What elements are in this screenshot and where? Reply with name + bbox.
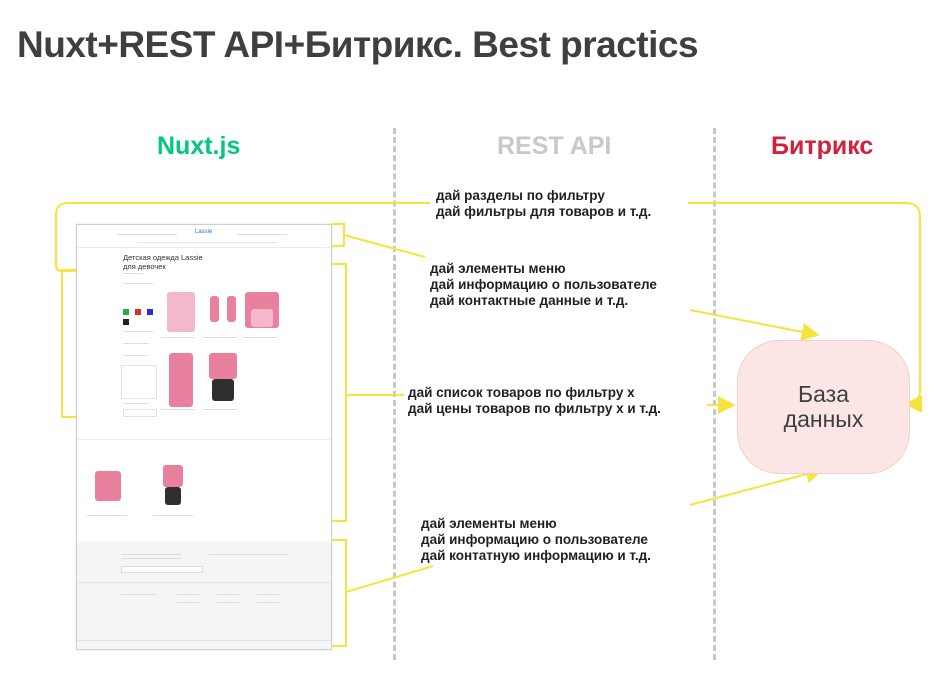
arrow-to-db-3	[689, 465, 824, 506]
request-text-4: дай элементы меню дай информацию о польз…	[421, 516, 651, 563]
line-request-1-right	[688, 202, 923, 413]
bracket-mockup-full	[55, 202, 430, 272]
bracket-catalog-left	[61, 269, 76, 418]
bracket-header	[331, 223, 345, 247]
arrow-from-header	[343, 234, 426, 258]
database-node: База данных	[737, 340, 910, 474]
mockup-footer	[77, 542, 331, 649]
arrow-from-footer	[345, 565, 434, 593]
divider-right	[713, 128, 716, 660]
mockup-header: Lassie	[77, 225, 331, 248]
bracket-footer	[331, 539, 347, 647]
column-header-rest-api: REST API	[497, 132, 612, 160]
mockup-category-title: Детская одежда Lassie для девочек	[123, 253, 203, 271]
mockup-logo: Lassie	[195, 229, 213, 235]
bracket-catalog	[331, 263, 347, 522]
request-text-2: дай элементы меню дай информацию о польз…	[430, 261, 657, 308]
request-text-1: дай разделы по фильтру дай фильтры для т…	[436, 188, 652, 219]
request-text-3: дай список товаров по фильтру х дай цены…	[408, 385, 661, 416]
column-header-nuxt: Nuxt.js	[157, 132, 241, 160]
arrow-to-db-1	[689, 309, 820, 341]
website-mockup: Lassie Детская одежда Lassie для девочек	[76, 224, 332, 650]
page-title: Nuxt+REST API+Битрикс. Best practics	[17, 24, 699, 65]
column-header-bitrix: Битрикс	[771, 132, 874, 160]
